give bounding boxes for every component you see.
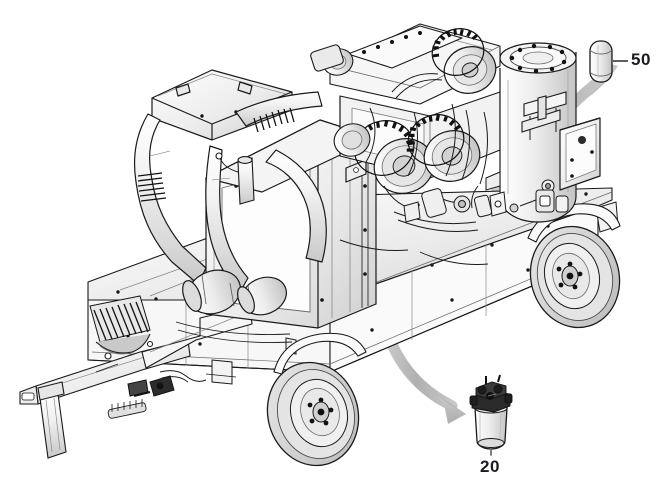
valve-cluster [509,189,569,213]
coupler-hardware [127,375,175,397]
rear-wheel [529,225,621,329]
belt-drive-pulleys [310,28,497,194]
jack-stand [37,381,67,459]
callout-label-20: 20 [480,457,500,476]
callout-label-50: 50 [631,50,651,69]
engine-accessories [403,188,493,223]
air-cleaner-canister [182,269,287,316]
front-wheel [266,361,360,467]
air-intake-ducting [133,91,327,293]
suspension-spring [107,399,147,419]
safety-chain [159,370,207,383]
oil-cooler-fins [89,295,151,355]
part-oil-filter-element [589,40,613,83]
air-filter-housing [151,69,293,141]
hydraulic-lines [175,211,489,343]
duct-clamp-band [253,107,295,133]
standpipe [215,152,255,205]
battery-box [559,117,601,191]
control-panel-bracket [521,91,567,140]
drawbar-tow-hitch [19,305,253,405]
part-fuel-filter [469,374,513,450]
